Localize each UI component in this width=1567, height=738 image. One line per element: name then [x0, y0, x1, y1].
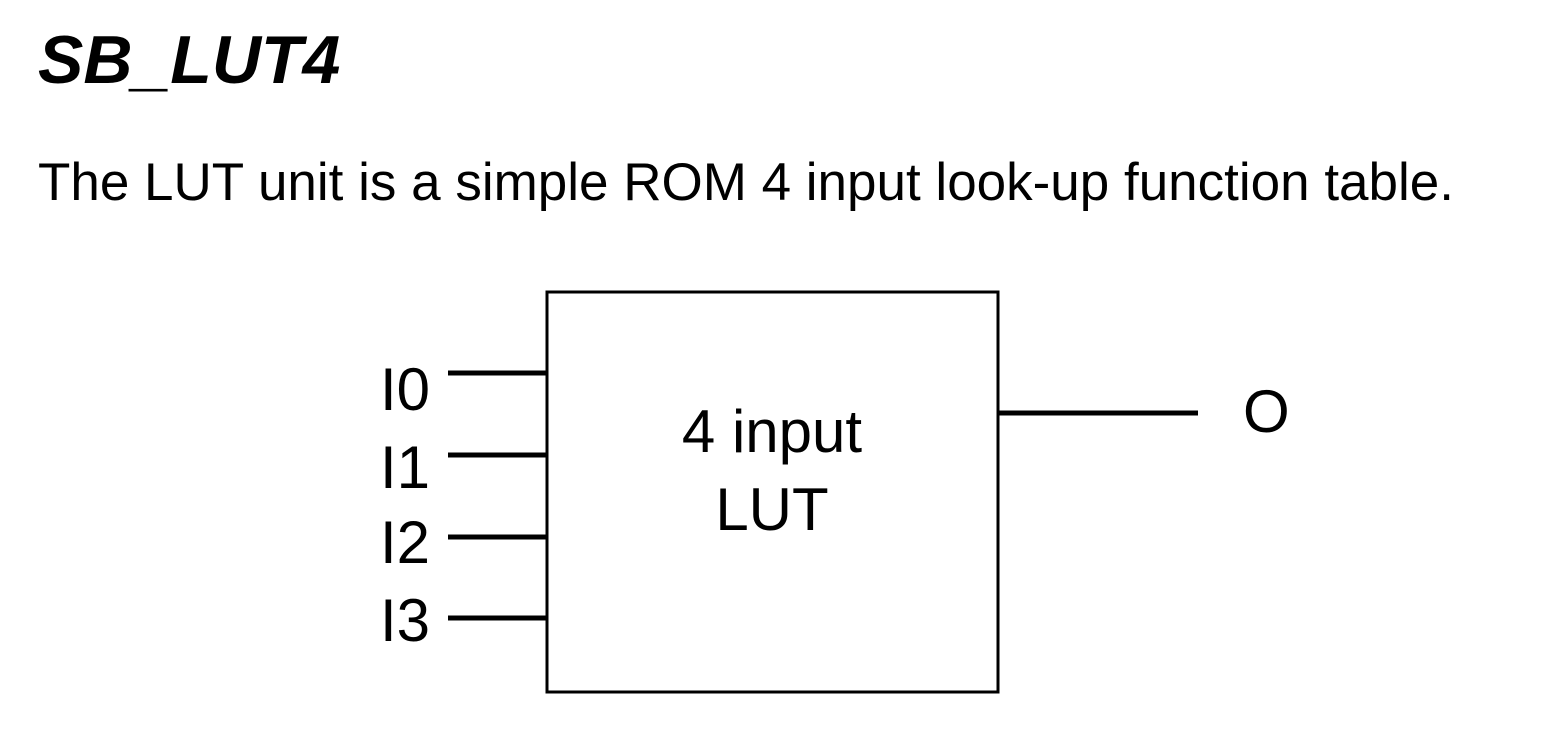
input-label-i1: I1 — [380, 434, 430, 501]
input-label-i3: I3 — [380, 587, 430, 654]
lut-block-label-line2: LUT — [715, 476, 828, 543]
lut-block-label-line1: 4 input — [682, 398, 862, 465]
lut-block — [545, 290, 1000, 694]
output-label-o: O — [1243, 378, 1290, 445]
input-label-i2: I2 — [380, 509, 430, 576]
page-title: SB_LUT4 — [38, 22, 341, 98]
description-text: The LUT unit is a simple ROM 4 input loo… — [38, 153, 1454, 212]
input-label-i0: I0 — [380, 356, 430, 423]
